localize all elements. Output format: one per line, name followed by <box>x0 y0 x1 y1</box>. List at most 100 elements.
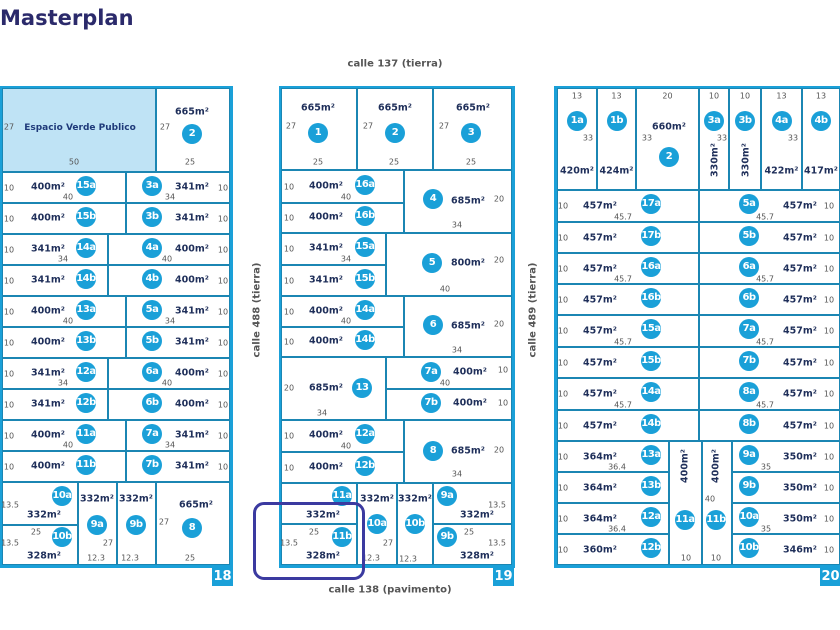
lot-badge[interactable]: 3b <box>142 206 162 227</box>
lot-badge[interactable]: 11a <box>76 423 96 444</box>
lot-3b[interactable] <box>729 88 761 190</box>
lot-badge[interactable]: 11b <box>332 527 352 547</box>
lot-13b[interactable] <box>2 327 126 358</box>
lot-15a[interactable] <box>557 315 699 347</box>
lot-badge[interactable]: 10a <box>367 514 387 534</box>
lot-badge[interactable]: 4 <box>423 189 443 209</box>
lot-4b[interactable] <box>108 265 230 296</box>
lot-badge[interactable]: 10b <box>405 514 425 534</box>
lot-badge[interactable]: 1a <box>567 111 587 131</box>
lot-badge[interactable]: 5b <box>739 225 759 246</box>
lot-5a[interactable] <box>699 190 840 222</box>
lot-14b[interactable] <box>557 410 699 441</box>
lot-badge[interactable]: 13a <box>76 299 96 320</box>
lot-badge[interactable]: 7b <box>421 393 441 413</box>
lot-badge[interactable]: 7a <box>421 362 441 382</box>
lot-badge[interactable]: 2 <box>182 124 202 144</box>
lot-badge[interactable]: 5b <box>142 330 162 351</box>
lot-8b[interactable] <box>699 410 840 441</box>
lot-badge[interactable]: 8 <box>182 518 202 538</box>
lot-badge[interactable]: 14a <box>76 237 96 258</box>
lot-7b[interactable] <box>699 347 840 378</box>
lot-11b[interactable] <box>702 441 732 565</box>
lot-badge[interactable]: 6b <box>739 287 759 308</box>
lot-badge[interactable]: 3b <box>735 111 755 131</box>
lot-badge[interactable]: 13a <box>641 444 661 465</box>
lot-badge[interactable]: 6a <box>739 256 759 277</box>
lot-6b[interactable] <box>108 389 230 420</box>
lot-4a[interactable] <box>761 88 802 190</box>
lot-badge[interactable]: 11a <box>675 510 695 530</box>
lot-4[interactable] <box>404 170 512 233</box>
lot-13a[interactable] <box>2 296 126 327</box>
lot-badge[interactable]: 12a <box>76 361 96 382</box>
lot-8[interactable] <box>404 420 512 483</box>
lot-16b[interactable] <box>557 284 699 315</box>
lot-badge[interactable]: 16b <box>355 206 375 226</box>
lot-badge[interactable]: 15b <box>641 350 661 371</box>
lot-badge[interactable]: 11b <box>706 510 726 530</box>
lot-14b[interactable] <box>281 327 404 357</box>
lot-16a[interactable] <box>281 170 404 203</box>
lot-badge[interactable]: 6a <box>142 361 162 382</box>
lot-badge[interactable]: 4b <box>142 268 162 289</box>
lot-badge[interactable]: 6b <box>142 392 162 413</box>
lot-badge[interactable]: 10b <box>52 527 72 547</box>
lot-badge[interactable]: 7b <box>739 350 759 371</box>
lot-5b[interactable] <box>699 222 840 253</box>
lot-badge[interactable]: 17b <box>641 225 661 246</box>
lot-badge[interactable]: 15a <box>76 175 96 196</box>
lot-1a[interactable] <box>557 88 597 190</box>
lot-badge[interactable]: 15a <box>641 319 661 339</box>
lot-badge[interactable]: 9b <box>437 527 457 547</box>
lot-8a[interactable] <box>699 378 840 410</box>
lot-badge[interactable]: 3 <box>461 123 481 143</box>
lot-17a[interactable] <box>557 190 699 222</box>
lot-11a[interactable] <box>2 420 126 451</box>
lot-badge[interactable]: 2 <box>385 123 405 143</box>
lot-badge[interactable]: 9a <box>739 444 759 465</box>
lot-7b[interactable] <box>386 389 512 420</box>
lot-badge[interactable]: 7a <box>142 423 162 444</box>
lot-badge[interactable]: 14b <box>76 268 96 289</box>
lot-badge[interactable]: 16a <box>641 256 661 277</box>
lot-badge[interactable]: 15b <box>76 206 96 227</box>
lot-badge[interactable]: 9a <box>87 515 107 535</box>
lot-14a[interactable] <box>281 296 404 327</box>
lot-badge[interactable]: 13b <box>641 475 661 496</box>
lot-badge[interactable]: 5 <box>422 253 442 273</box>
lot-badge[interactable]: 5a <box>142 299 162 320</box>
lot-badge[interactable]: 9b <box>739 475 759 496</box>
lot-11a[interactable] <box>669 441 702 565</box>
lot-badge[interactable]: 14a <box>355 299 375 320</box>
lot-badge[interactable]: 10a <box>739 506 759 527</box>
lot-badge[interactable]: 1 <box>308 123 328 143</box>
lot-6[interactable] <box>404 296 512 357</box>
lot-badge[interactable]: 1b <box>606 111 627 131</box>
lot-badge[interactable]: 12b <box>76 392 96 413</box>
lot-badge[interactable]: 8 <box>423 441 443 461</box>
lot-badge[interactable]: 13 <box>352 378 372 398</box>
lot-badge[interactable]: 4b <box>811 111 831 131</box>
lot-2[interactable] <box>357 88 433 170</box>
lot-17b[interactable] <box>557 222 699 253</box>
lot-7a[interactable] <box>386 357 512 389</box>
lot-badge[interactable]: 14b <box>355 330 375 350</box>
lot-6b[interactable] <box>699 284 840 315</box>
lot-badge[interactable]: 7b <box>142 454 162 475</box>
lot-12b[interactable] <box>281 452 404 483</box>
lot-3a[interactable] <box>699 88 729 190</box>
lot-badge[interactable]: 4a <box>142 237 162 258</box>
lot-6a[interactable] <box>699 253 840 284</box>
lot-badge[interactable]: 17a <box>641 194 661 214</box>
lot-badge[interactable]: 14a <box>641 382 661 402</box>
lot-1b[interactable] <box>597 88 636 190</box>
lot-badge[interactable]: 8b <box>739 413 759 434</box>
lot-badge[interactable]: 12a <box>641 506 661 527</box>
lot-6a[interactable] <box>108 358 230 389</box>
lot-badge[interactable]: 7a <box>739 319 759 339</box>
lot-16b[interactable] <box>281 203 404 233</box>
lot-12a[interactable] <box>2 358 108 389</box>
lot-2[interactable] <box>636 88 699 190</box>
lot-badge[interactable]: 10b <box>739 537 759 558</box>
